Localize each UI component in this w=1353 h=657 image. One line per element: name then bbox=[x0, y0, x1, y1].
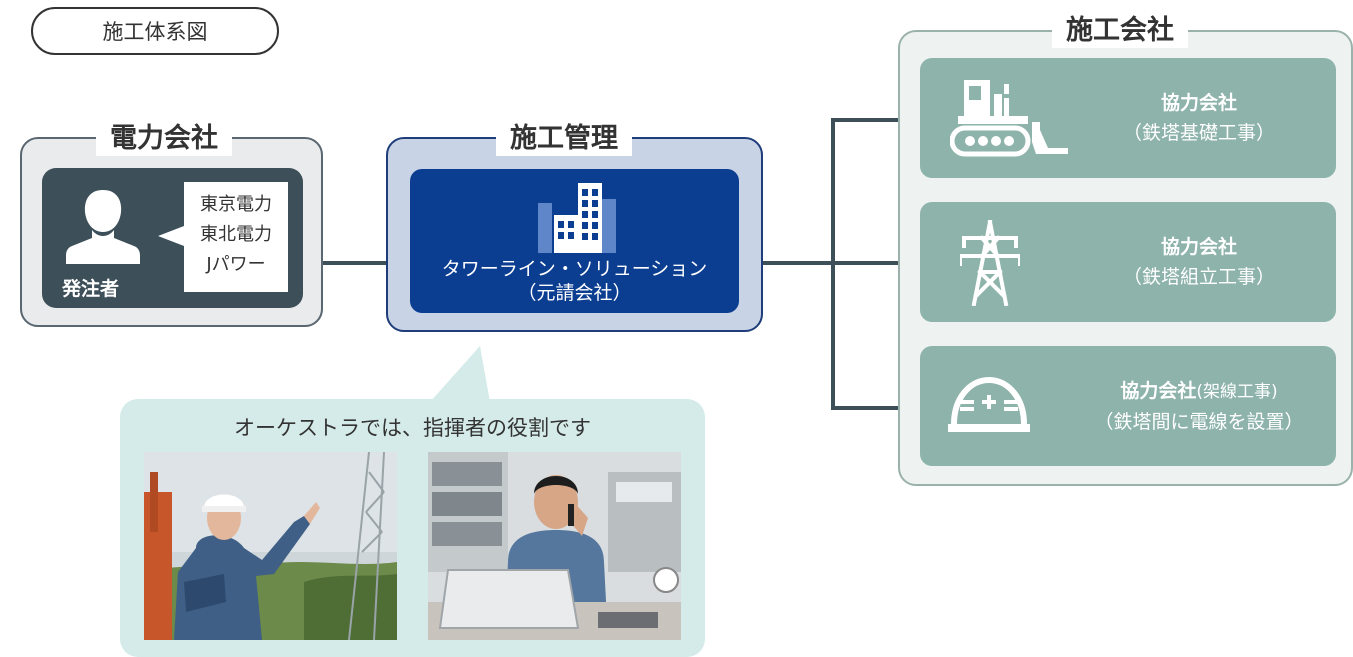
connector-line bbox=[323, 261, 386, 265]
helmet-icon bbox=[948, 376, 1030, 432]
prime-contractor-name: タワーライン・ソリューション bbox=[441, 258, 708, 280]
contractor-card: 協力会社 （鉄塔組立工事） bbox=[920, 202, 1336, 322]
client-list-badge: 東京電力 東北電力 Jパワー bbox=[158, 182, 288, 292]
contractor-name: 協力会社 bbox=[1160, 236, 1237, 258]
power-company-group: 発注者 東京電力 東北電力 Jパワー bbox=[20, 137, 323, 327]
connector-line bbox=[763, 261, 920, 265]
orderer-label: 発注者 bbox=[62, 278, 120, 300]
client-name: 東北電力 bbox=[200, 224, 272, 245]
contractor-name: 協力会社 bbox=[1120, 379, 1197, 402]
bulldozer-icon bbox=[950, 80, 1068, 157]
contractor-card: 協力会社(架線工事) （鉄塔間に電線を設置） bbox=[920, 346, 1336, 466]
connector-line bbox=[831, 406, 920, 410]
connector-line bbox=[831, 118, 920, 122]
contractor-card: 協力会社 （鉄塔基礎工事） bbox=[920, 58, 1336, 178]
callout-pointer bbox=[430, 346, 490, 402]
construction-management-title: 施工管理 bbox=[496, 122, 632, 156]
diagram-title: 施工体系図 bbox=[102, 20, 208, 44]
contractor-work: （鉄塔間に電線を設置） bbox=[1094, 410, 1304, 433]
contractor-work: （鉄塔組立工事） bbox=[1122, 266, 1275, 288]
supervisor-outdoor-photo bbox=[144, 452, 397, 640]
connector-line bbox=[831, 118, 835, 410]
power-company-card: 発注者 東京電力 東北電力 Jパワー bbox=[42, 168, 303, 308]
diagram-title-pill: 施工体系図 bbox=[31, 7, 279, 55]
contractor-name-line: 協力会社(架線工事) bbox=[1120, 376, 1277, 407]
construction-management-group: タワーライン・ソリューション （元請会社） bbox=[386, 137, 763, 332]
tower-icon bbox=[960, 220, 1020, 306]
contractor-name: 協力会社 bbox=[1160, 92, 1237, 114]
client-name: Jパワー bbox=[206, 254, 266, 275]
callout-caption: オーケストラでは、指揮者の役割です bbox=[234, 416, 591, 440]
prime-contractor-role: （元請会社） bbox=[517, 282, 632, 304]
power-company-title: 電力会社 bbox=[96, 122, 232, 156]
contractor-name-suffix: (架線工事) bbox=[1196, 381, 1278, 402]
office-staff-photo bbox=[428, 452, 681, 640]
client-name: 東京電力 bbox=[200, 194, 272, 215]
building-icon bbox=[538, 183, 616, 253]
prime-contractor-card: タワーライン・ソリューション （元請会社） bbox=[410, 169, 739, 313]
contractors-title: 施工会社 bbox=[1052, 14, 1188, 48]
contractor-work: （鉄塔基礎工事） bbox=[1122, 122, 1275, 144]
person-icon bbox=[66, 190, 140, 264]
